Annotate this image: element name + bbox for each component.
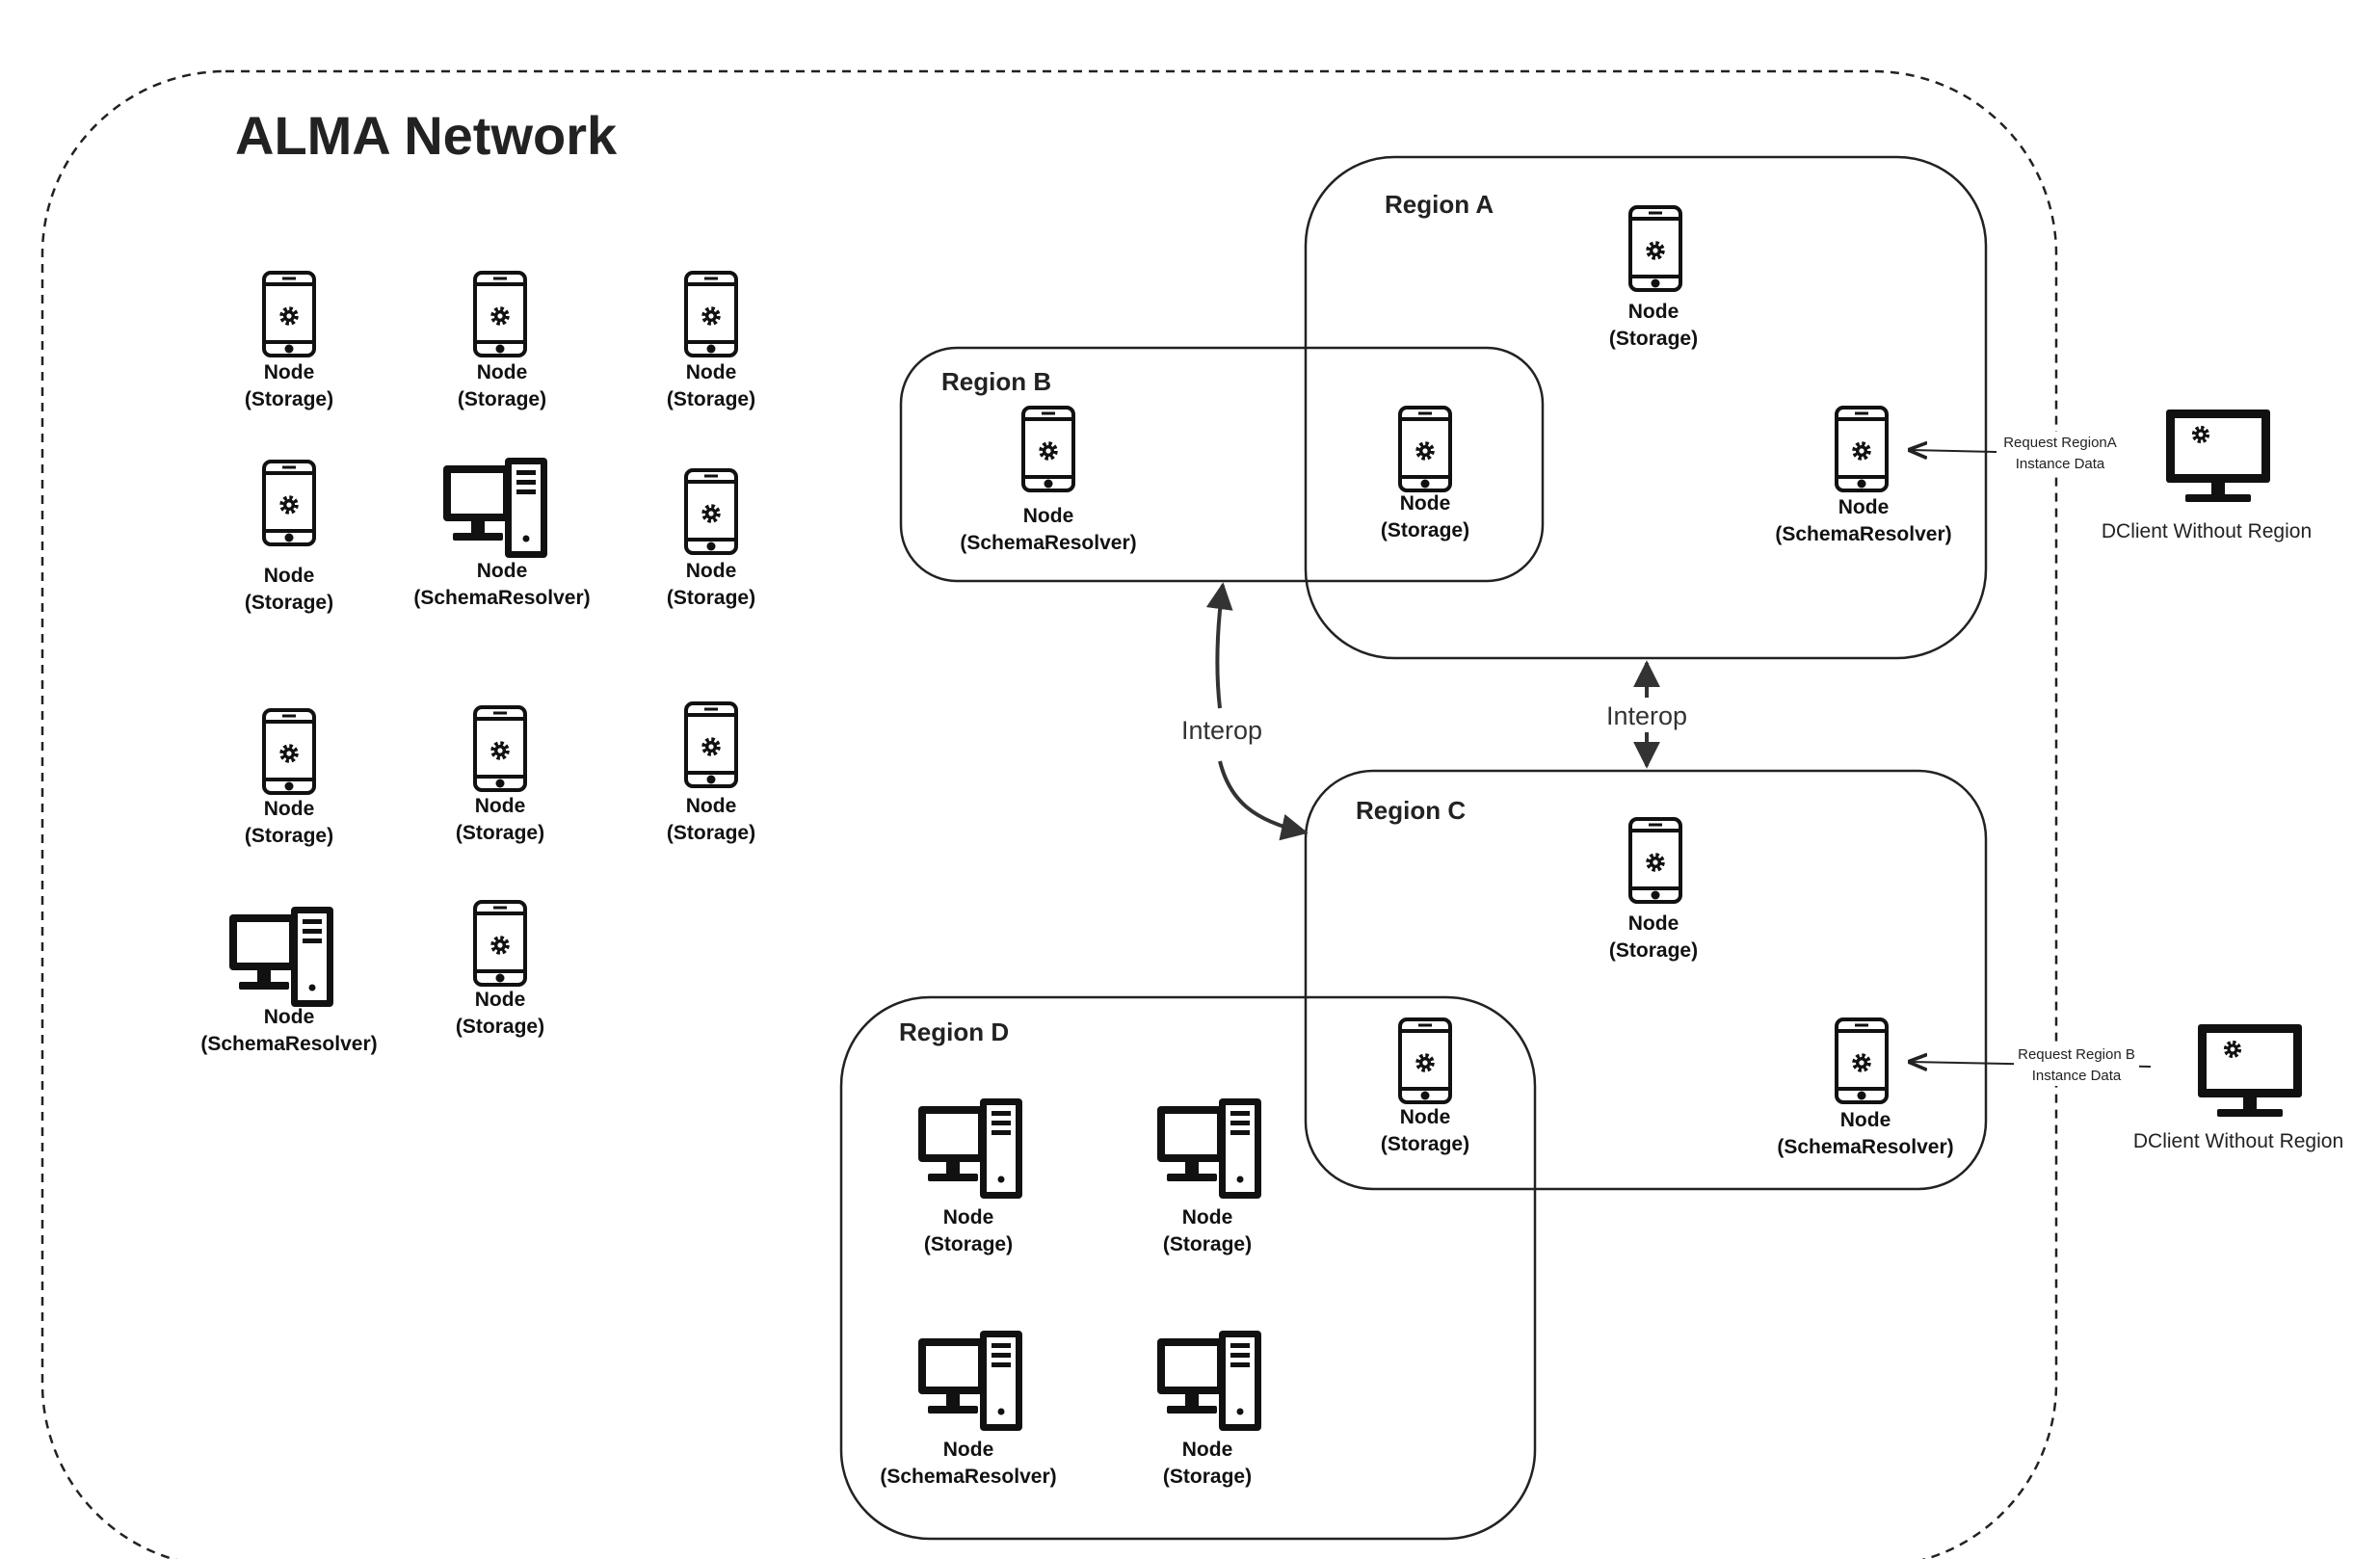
node-role: (Storage) (667, 388, 755, 410)
smartphone-icon[interactable] (686, 273, 736, 356)
page-title: ALMA Network (235, 105, 618, 166)
node-role: (SchemaResolver) (413, 587, 590, 609)
node-role: (Storage) (924, 1233, 1013, 1255)
smartphone-icon[interactable] (1837, 1019, 1887, 1102)
region-c-box (1304, 769, 1988, 1191)
node-role: (SchemaResolver) (960, 532, 1136, 554)
request-label-a-line1: Request RegionA (2003, 435, 2117, 451)
node-role: (Storage) (1609, 328, 1698, 350)
node-label: Node (477, 560, 528, 582)
smartphone-icon[interactable] (1630, 207, 1680, 290)
node-labels: Node (Storage) Node (Storage) Node (Stor… (200, 301, 1953, 1488)
node-label: Node (1628, 912, 1679, 935)
node-label: Node (943, 1206, 994, 1229)
node-role: (Storage) (1163, 1466, 1252, 1488)
region-a-label: Region A (1385, 190, 1494, 219)
region-d-box (839, 995, 1537, 1541)
smartphone-icon[interactable] (475, 902, 525, 985)
node-label: Node (1400, 1106, 1451, 1128)
smartphone-icon[interactable] (686, 470, 736, 553)
region-c-label: Region C (1356, 796, 1466, 825)
smartphone-icon[interactable] (475, 273, 525, 356)
node-role: (Storage) (1609, 939, 1698, 962)
node-role: (Storage) (1381, 1133, 1469, 1155)
node-label: Node (475, 795, 526, 817)
node-role: (Storage) (458, 388, 546, 410)
node-label: Node (264, 565, 315, 587)
request-label-b-line1: Request Region B (2018, 1046, 2135, 1063)
node-label: Node (477, 361, 528, 383)
node-label: Node (686, 795, 737, 817)
smartphone-icon[interactable] (686, 703, 736, 786)
smartphone-icon[interactable] (1837, 408, 1887, 490)
smartphone-icon[interactable] (1400, 408, 1450, 490)
node-label: Node (1023, 505, 1074, 527)
node-role: (Storage) (456, 822, 544, 844)
smartphone-icon[interactable] (475, 707, 525, 790)
node-label: Node (475, 989, 526, 1011)
dclient-label: DClient Without Region (2102, 520, 2312, 542)
node-label: Node (1840, 1109, 1891, 1131)
smartphone-icon[interactable] (264, 710, 314, 793)
node-label: Node (1838, 496, 1890, 518)
interop-label-b-c: Interop (1181, 716, 1262, 745)
desktop-computer-icon[interactable] (1157, 1098, 1261, 1199)
desktop-computer-icon[interactable] (229, 907, 333, 1007)
node-role: (SchemaResolver) (200, 1033, 377, 1055)
desktop-computer-icon[interactable] (918, 1098, 1022, 1199)
interop-arrow-b-c (1217, 585, 1306, 832)
smartphone-icon[interactable] (264, 462, 314, 544)
smartphone-icon[interactable] (1023, 408, 1073, 490)
node-role: (Storage) (245, 825, 333, 847)
node-role: (SchemaResolver) (1775, 523, 1951, 545)
dclient-monitor-icon[interactable] (2198, 1024, 2302, 1117)
node-role: (SchemaResolver) (880, 1466, 1056, 1488)
desktop-computer-icon[interactable] (1157, 1331, 1261, 1431)
node-label: Node (264, 798, 315, 820)
node-role: (Storage) (667, 822, 755, 844)
node-role: (Storage) (245, 592, 333, 614)
node-role: (Storage) (1163, 1233, 1252, 1255)
smartphone-icon[interactable] (1630, 819, 1680, 902)
alma-network-boundary (40, 69, 2058, 1559)
node-label: Node (264, 361, 315, 383)
node-label: Node (264, 1006, 315, 1028)
node-role: (SchemaResolver) (1777, 1136, 1953, 1158)
desktop-computer-icon[interactable] (443, 458, 547, 558)
node-label: Node (1400, 492, 1451, 515)
dclient-label: DClient Without Region (2133, 1130, 2343, 1152)
node-role: (Storage) (245, 388, 333, 410)
dclient-monitor-icon[interactable] (2166, 410, 2270, 502)
region-b-label: Region B (941, 367, 1051, 396)
desktop-computer-icon[interactable] (918, 1331, 1022, 1431)
node-role: (Storage) (456, 1016, 544, 1038)
smartphone-icon[interactable] (1400, 1019, 1450, 1102)
request-label-bg-a (1997, 432, 2124, 474)
interop-label-a-c: Interop (1606, 701, 1687, 730)
region-d-label: Region D (899, 1017, 1009, 1046)
region-a-box (1304, 155, 1988, 660)
node-label: Node (943, 1439, 994, 1461)
node-label: Node (1182, 1206, 1233, 1229)
request-label-a-line2: Instance Data (2016, 456, 2105, 472)
node-role: (Storage) (667, 587, 755, 609)
node-label: Node (686, 361, 737, 383)
node-label: Node (1182, 1439, 1233, 1461)
request-label-bg-b (2014, 1044, 2139, 1086)
node-role: (Storage) (1381, 519, 1469, 542)
request-label-b-line2: Instance Data (2032, 1068, 2122, 1084)
node-label: Node (1628, 301, 1679, 323)
smartphone-icon[interactable] (264, 273, 314, 356)
node-label: Node (686, 560, 737, 582)
